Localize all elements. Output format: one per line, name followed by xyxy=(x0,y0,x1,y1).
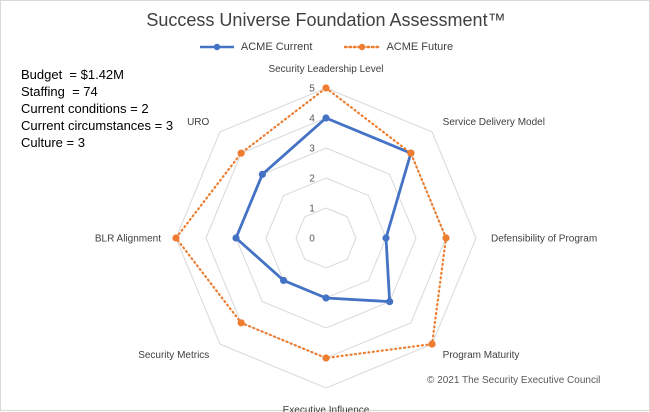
axis-label-0: Security Leadership Level xyxy=(268,64,383,75)
tick-label-4: 4 xyxy=(309,114,315,125)
series-1-point-6 xyxy=(172,234,180,242)
series-0-point-2 xyxy=(382,234,390,242)
chart-title: Success Universe Foundation Assessment™ xyxy=(146,10,506,30)
axis-label-7: URO xyxy=(187,117,209,128)
legend-item-current: ACME Current xyxy=(199,41,313,53)
tick-label-3: 3 xyxy=(309,144,315,155)
legend-swatch-future xyxy=(344,43,381,51)
series-0-point-6 xyxy=(232,234,240,242)
axis-label-1: Service Delivery Model xyxy=(443,117,545,128)
legend-item-future: ACME Future xyxy=(344,41,453,53)
note-budget: Budget = $1.42M xyxy=(21,67,124,82)
axis-label-4: Executive Influence xyxy=(283,405,370,412)
series-1-point-5 xyxy=(237,319,245,327)
tick-label-0: 0 xyxy=(309,234,315,245)
note-current-conditions: Current conditions = 2 xyxy=(21,101,149,116)
grid-ring-1 xyxy=(295,207,357,269)
tick-label-5: 5 xyxy=(309,84,315,95)
series-line-0 xyxy=(234,116,413,304)
grid-ring-5 xyxy=(175,87,477,389)
series-0-point-5 xyxy=(279,276,288,285)
axis-label-5: Security Metrics xyxy=(138,350,209,361)
tick-label-2: 2 xyxy=(309,174,315,185)
series-0-point-0 xyxy=(322,114,330,122)
series-0-point-7 xyxy=(258,170,266,178)
legend: ACME Current ACME Future xyxy=(1,41,650,53)
tick-label-1: 1 xyxy=(309,204,315,215)
legend-swatch-current xyxy=(199,43,234,51)
series-1-point-1 xyxy=(407,149,415,157)
series-0-point-3 xyxy=(386,298,394,306)
legend-label-current: ACME Current xyxy=(240,41,313,53)
copyright: © 2021 The Security Executive Council xyxy=(427,375,601,386)
axis-label-6: BLR Alignment xyxy=(95,234,161,245)
series-1-point-3 xyxy=(428,340,436,348)
axis-label-2: Defensibility of Program xyxy=(491,234,597,245)
series-1-point-7 xyxy=(237,149,245,157)
note-culture: Culture = 3 xyxy=(21,135,85,150)
note-staffing: Staffing = 74 xyxy=(21,84,98,99)
series-1-point-0 xyxy=(322,84,330,92)
note-current-circumstances: Current circumstances = 3 xyxy=(21,118,174,133)
series-1-point-2 xyxy=(442,234,450,242)
legend-label-future: ACME Future xyxy=(386,41,454,53)
series-line-1 xyxy=(174,86,448,360)
assessment-notes: Budget = $1.42M Staffing = 74 Current co… xyxy=(21,66,173,151)
series-0-point-4 xyxy=(322,294,330,302)
axis-label-3: Program Maturity xyxy=(443,350,520,361)
series-1-point-4 xyxy=(322,354,330,362)
